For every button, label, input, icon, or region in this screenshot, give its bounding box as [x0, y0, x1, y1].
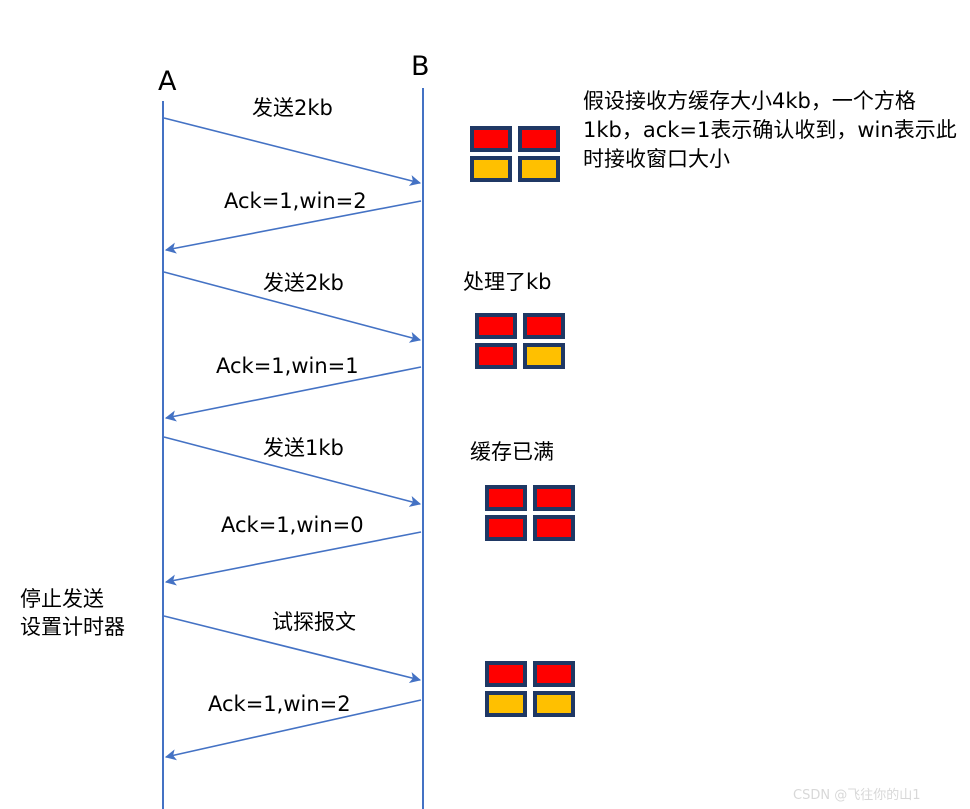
buffer-cell [485, 485, 527, 511]
csdn-watermark: CSDN @飞往你的山1 [793, 788, 921, 803]
buffer-cell [485, 515, 527, 541]
buffer-grid-2 [475, 313, 565, 369]
buffer-cell [518, 126, 560, 152]
buffer-cell [470, 126, 512, 152]
buffer-cell [470, 156, 512, 182]
endpoint-label-b: B [411, 51, 430, 82]
buffer-cell [518, 156, 560, 182]
buffer-cell [475, 313, 517, 339]
buffer-cell [533, 515, 575, 541]
buffer-cell [533, 691, 575, 717]
buffer-caption-3: 缓存已满 [470, 440, 554, 464]
lifeline-a [162, 101, 164, 809]
diagram-explanation-note: 假设接收方缓存大小4kb，一个方格1kb，ack=1表示确认收到，win表示此时… [583, 89, 957, 171]
endpoint-label-a: A [158, 66, 177, 97]
buffer-cell [533, 661, 575, 687]
buffer-cell [485, 691, 527, 717]
buffer-caption-2: 处理了kb [463, 270, 552, 294]
message-arrow-8 [164, 699, 422, 761]
message-label-7: 试探报文 [272, 610, 356, 634]
message-arrow-7 [163, 615, 422, 683]
buffer-grid-4 [485, 661, 575, 717]
message-label-5: 发送1kb [263, 436, 344, 460]
message-label-8: Ack=1,win=2 [208, 692, 351, 716]
buffer-grid-1 [470, 126, 560, 182]
sender-state-note: 停止发送 设置计时器 [20, 587, 125, 640]
message-label-1: 发送2kb [252, 96, 333, 120]
message-arrow-4 [164, 366, 422, 422]
message-label-4: Ack=1,win=1 [216, 354, 359, 378]
buffer-cell [533, 485, 575, 511]
message-label-3: 发送2kb [263, 271, 344, 295]
message-label-6: Ack=1,win=0 [221, 513, 364, 537]
message-arrow-3 [163, 271, 422, 343]
buffer-grid-3 [485, 485, 575, 541]
message-arrow-5 [163, 436, 422, 507]
buffer-cell [475, 343, 517, 369]
message-arrow-2 [164, 200, 422, 254]
buffer-cell [485, 661, 527, 687]
message-arrow-6 [164, 531, 422, 586]
message-arrow-1 [163, 117, 422, 186]
lifeline-b [422, 88, 424, 809]
buffer-cell [523, 313, 565, 339]
buffer-cell [523, 343, 565, 369]
message-label-2: Ack=1,win=2 [224, 189, 367, 213]
